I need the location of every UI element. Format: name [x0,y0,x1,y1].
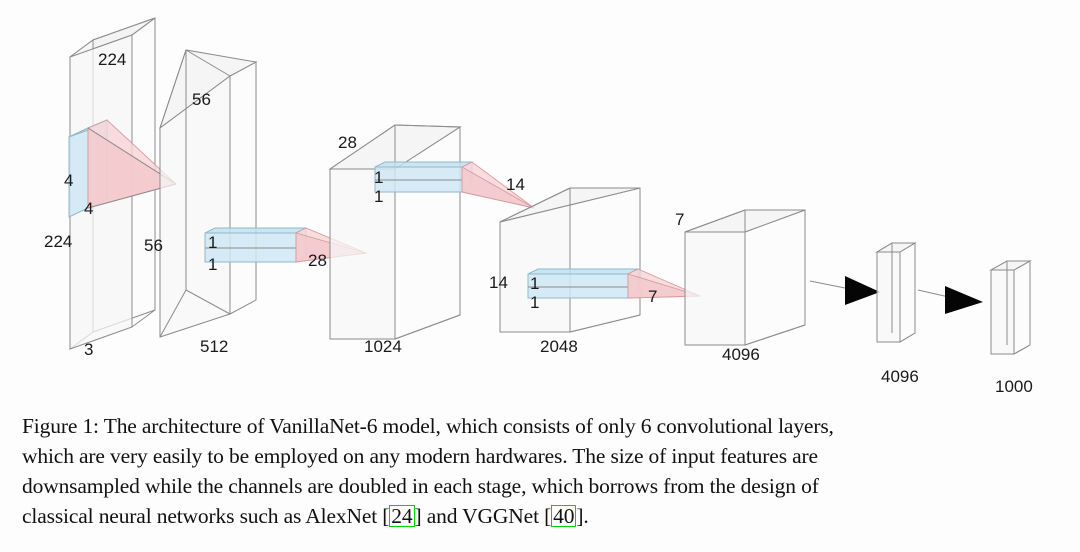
citation-link-24[interactable]: 24 [389,503,415,528]
label-input-channels: 3 [84,340,93,359]
label-kernel-input-h: 4 [64,171,73,190]
layer-fc1-block [875,242,917,343]
caption-line-4-post: ]. [576,503,589,528]
caption-line-4: classical neural networks such as AlexNe… [22,502,1062,532]
arrow-stage4-to-fc1 [809,276,880,305]
caption-line-4-pre: classical neural networks such as AlexNe… [22,503,390,528]
label-stage2-top: 28 [338,133,357,152]
label-stage1-channels: 512 [200,337,228,356]
label-stage4-channels: 4096 [722,345,760,364]
label-fc2-units: 1000 [995,377,1033,396]
kernel-stage1 [204,227,307,263]
label-input-left: 224 [44,232,72,251]
label-kernel-stage3-h: 1 [530,274,539,293]
label-stage2-out: 14 [506,175,525,194]
label-stage1-top: 56 [192,90,211,109]
label-stage2-channels: 1024 [364,337,402,356]
cone-stage3-to-stage4 [627,268,701,299]
architecture-svg: .bf { fill:#f7f7f7; fill-opacity:0.72; s… [44,17,1033,396]
label-stage3-out: 7 [648,287,657,306]
layer-stage4-block [684,209,806,346]
network-architecture-diagram: .bf { fill:#f7f7f7; fill-opacity:0.72; s… [44,17,1033,396]
label-stage3-left: 14 [489,273,508,292]
caption-line-2: which are very easily to be employed on … [22,443,818,468]
label-stage1-out: 28 [308,251,327,270]
kernel-stage3 [527,268,639,299]
label-fc1-units: 4096 [881,367,919,386]
label-stage4-top: 7 [675,210,684,229]
figure-caption: Figure 1: The architecture of VanillaNet… [22,412,1062,532]
label-kernel-stage3-w: 1 [530,293,539,312]
caption-line-1: Figure 1: The architecture of VanillaNet… [22,414,834,438]
label-input-top: 224 [98,50,126,69]
label-kernel-stage1-h: 1 [208,233,217,252]
citation-link-40[interactable]: 40 [551,503,577,528]
arrow-fc1-to-fc2 [917,286,983,314]
layer-fc2-block [989,260,1032,355]
label-kernel-stage2-w: 1 [374,187,383,206]
label-stage1-left: 56 [144,236,163,255]
layer-stage2-block [328,124,462,340]
kernel-stage2 [374,161,473,193]
label-stage3-channels: 2048 [540,337,578,356]
label-kernel-stage2-h: 1 [374,168,383,187]
layer-stage1-block [159,49,258,338]
label-kernel-stage1-w: 1 [208,255,217,274]
caption-line-3: downsampled while the channels are doubl… [22,473,819,498]
caption-line-4-mid: ] and VGGNet [ [414,503,552,528]
label-kernel-input-w: 4 [84,199,93,218]
